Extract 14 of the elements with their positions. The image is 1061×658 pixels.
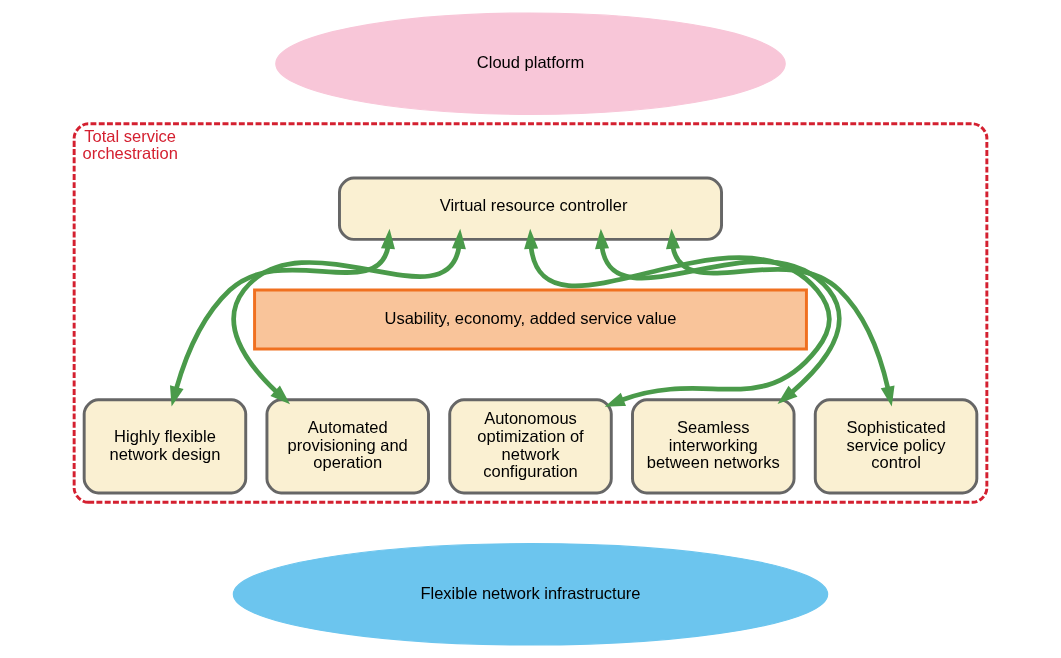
- node-box: Automated provisioning and operation: [265, 398, 430, 495]
- arrow: [231, 228, 466, 405]
- node-box: Seamless interworking between networks: [631, 398, 796, 495]
- node-box: Virtual resource controller: [338, 176, 723, 241]
- arrow: [595, 228, 842, 405]
- arrow: [524, 228, 832, 407]
- node-ellipse: Flexible network infrastructure: [232, 543, 829, 646]
- arrow: [169, 228, 395, 407]
- node-ellipse: Cloud platform: [275, 12, 786, 115]
- node-box: Highly flexible network design: [82, 398, 248, 495]
- arrow: [666, 228, 895, 407]
- node-box: Usability, economy, added service value: [253, 288, 808, 351]
- node-box: Autonomous optimization of network configuration: [448, 398, 613, 495]
- node-box: Sophisticated service policy control: [813, 398, 979, 495]
